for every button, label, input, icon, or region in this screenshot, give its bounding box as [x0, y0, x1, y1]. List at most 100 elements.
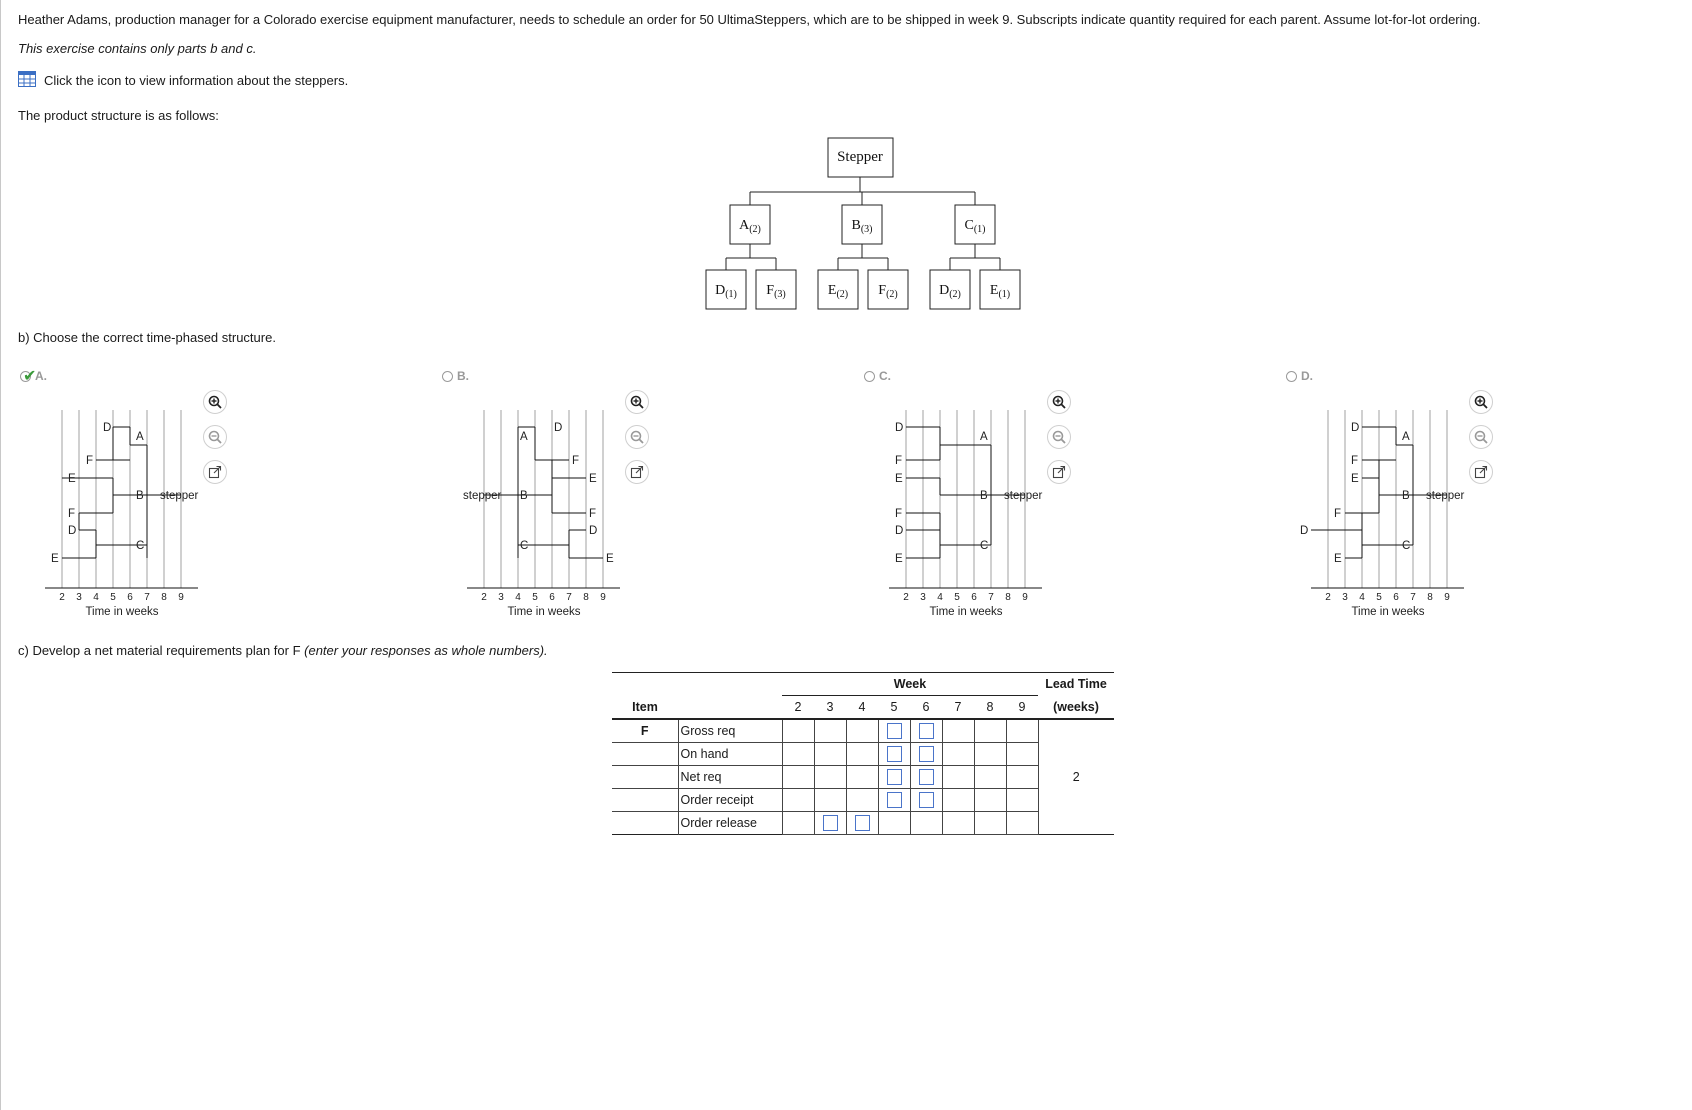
- svg-text:D: D: [895, 422, 903, 434]
- table-icon[interactable]: [18, 71, 36, 90]
- info-link[interactable]: Click the icon to view information about…: [18, 71, 348, 90]
- svg-text:F: F: [68, 508, 75, 520]
- choice-d[interactable]: D.: [1286, 369, 1313, 383]
- svg-text:F(2): F(2): [878, 283, 897, 300]
- svg-text:F: F: [589, 508, 596, 520]
- svg-text:A: A: [520, 431, 528, 443]
- choice-d-label: D.: [1301, 369, 1313, 383]
- gross-req-week-5-input[interactable]: [886, 723, 902, 739]
- svg-text:E: E: [1334, 553, 1342, 565]
- choice-c[interactable]: C.: [864, 369, 891, 383]
- order-release-week-4-input[interactable]: [854, 815, 870, 831]
- svg-text:4: 4: [93, 592, 99, 603]
- svg-text:Time in weeks: Time in weeks: [1351, 606, 1424, 618]
- svg-text:3: 3: [1342, 592, 1348, 603]
- mrp-header-row-2: Item 2 3 4 5 6 7 8 9 (weeks): [612, 696, 1114, 719]
- svg-text:2: 2: [481, 592, 487, 603]
- row-label-on-hand: On hand: [677, 742, 782, 766]
- on-hand-week-6-input[interactable]: [918, 746, 934, 762]
- tree-node-d-under-c: D(2): [929, 269, 971, 310]
- zoom-in-button-b[interactable]: [625, 390, 649, 414]
- popout-icon[interactable]: [1474, 465, 1488, 479]
- zoom-in-icon[interactable]: [1474, 395, 1488, 409]
- zoom-out-button-c[interactable]: [1047, 425, 1071, 449]
- mrp-row-gross-req: F Gross req 2: [612, 718, 1114, 784]
- zoom-out-button-a[interactable]: [203, 425, 227, 449]
- zoom-out-button-d[interactable]: [1469, 425, 1493, 449]
- svg-text:stepper: stepper: [1004, 490, 1043, 502]
- tree-node-root: Stepper: [827, 137, 894, 178]
- svg-text:Time in weeks: Time in weeks: [507, 606, 580, 618]
- choice-b-radio[interactable]: [442, 370, 453, 382]
- zoom-out-icon[interactable]: [630, 430, 644, 444]
- choice-a[interactable]: ✔ A.: [20, 368, 47, 385]
- week-4-header: 4: [858, 700, 866, 714]
- choice-d-radio[interactable]: [1286, 370, 1297, 382]
- popout-icon[interactable]: [630, 465, 644, 479]
- tree-node-b: B(3): [841, 204, 883, 245]
- gross-req-week-6-input[interactable]: [918, 723, 934, 739]
- svg-text:7: 7: [1410, 592, 1416, 603]
- choice-c-radio[interactable]: [864, 370, 875, 382]
- svg-text:F: F: [1351, 455, 1358, 467]
- popout-icon[interactable]: [1052, 465, 1066, 479]
- svg-text:E(2): E(2): [828, 283, 848, 300]
- mrp-row-order-release: Order release: [612, 811, 1114, 835]
- zoom-in-button-a[interactable]: [203, 390, 227, 414]
- tree-node-a: A(2): [729, 204, 771, 245]
- zoom-out-icon[interactable]: [1474, 430, 1488, 444]
- question-intro: Heather Adams, production manager for a …: [18, 12, 1481, 27]
- svg-text:4: 4: [1359, 592, 1365, 603]
- zoom-out-button-b[interactable]: [625, 425, 649, 449]
- zoom-in-icon[interactable]: [208, 395, 222, 409]
- zoom-in-button-c[interactable]: [1047, 390, 1071, 414]
- svg-text:C: C: [136, 540, 144, 552]
- zoom-in-icon[interactable]: [630, 395, 644, 409]
- zoom-out-icon[interactable]: [208, 430, 222, 444]
- svg-text:8: 8: [1427, 592, 1433, 603]
- net-req-week-6-input[interactable]: [918, 769, 934, 785]
- order-receipt-week-6-input[interactable]: [918, 792, 934, 808]
- mrp-header-row-1: Week Lead Time: [612, 672, 1114, 696]
- svg-text:B: B: [520, 490, 528, 502]
- order-release-week-3-input[interactable]: [822, 815, 838, 831]
- popout-button-b[interactable]: [625, 460, 649, 484]
- net-req-week-5-input[interactable]: [886, 769, 902, 785]
- popout-icon[interactable]: [208, 465, 222, 479]
- svg-text:6: 6: [549, 592, 555, 603]
- svg-text:9: 9: [1022, 592, 1028, 603]
- part-b-prompt: b) Choose the correct time-phased struct…: [18, 330, 276, 345]
- choice-a-radio[interactable]: ✔: [20, 368, 36, 385]
- svg-text:stepper: stepper: [1426, 490, 1465, 502]
- svg-text:8: 8: [161, 592, 167, 603]
- svg-text:D: D: [589, 525, 597, 537]
- svg-text:stepper: stepper: [463, 490, 502, 502]
- popout-button-c[interactable]: [1047, 460, 1071, 484]
- svg-text:F: F: [895, 508, 902, 520]
- exercise-note: This exercise contains only parts b and …: [18, 41, 257, 56]
- svg-text:E: E: [68, 473, 76, 485]
- svg-text:D: D: [103, 422, 111, 434]
- choice-b-label: B.: [457, 369, 469, 383]
- choice-b[interactable]: B.: [442, 369, 469, 383]
- svg-text:E(1): E(1): [990, 283, 1010, 300]
- svg-text:E: E: [1351, 473, 1359, 485]
- svg-text:4: 4: [937, 592, 943, 603]
- popout-button-d[interactable]: [1469, 460, 1493, 484]
- week-9-header: 9: [1018, 700, 1026, 714]
- order-receipt-week-5-input[interactable]: [886, 792, 902, 808]
- popout-button-a[interactable]: [203, 460, 227, 484]
- svg-text:C(1): C(1): [964, 218, 985, 235]
- mrp-table: Week Lead Time Item 2 3 4 5 6 7 8 9 (wee…: [612, 672, 1114, 835]
- on-hand-week-5-input[interactable]: [886, 746, 902, 762]
- zoom-in-icon[interactable]: [1052, 395, 1066, 409]
- zoom-in-button-d[interactable]: [1469, 390, 1493, 414]
- info-link-label[interactable]: Click the icon to view information about…: [44, 73, 349, 88]
- svg-text:6: 6: [971, 592, 977, 603]
- svg-text:5: 5: [532, 592, 538, 603]
- week-6-header: 6: [922, 700, 930, 714]
- zoom-out-icon[interactable]: [1052, 430, 1066, 444]
